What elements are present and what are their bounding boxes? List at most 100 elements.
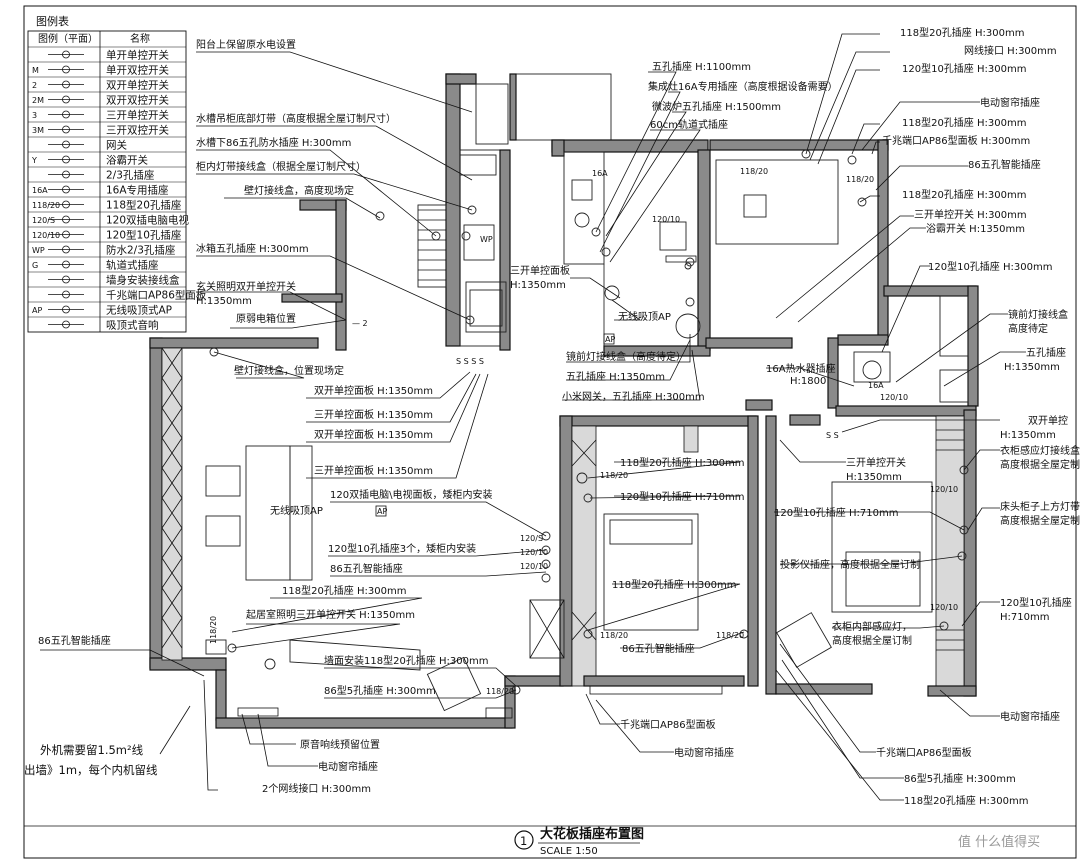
note-br3-1: 118型20孔插座 H:300mm xyxy=(620,456,744,469)
note-ac-2: 出墙》1m，每个内机留线 xyxy=(24,763,158,777)
legend-row-name: 无线吸顶式AP xyxy=(106,304,172,317)
legend-symbol-icon xyxy=(48,50,84,59)
legend-symbol-code: 3 xyxy=(32,111,37,120)
note-kitchen-panel-h: H:1350mm xyxy=(510,280,566,291)
svg-text:120/10: 120/10 xyxy=(652,215,680,224)
svg-text:118/20: 118/20 xyxy=(600,471,628,480)
legend-col-symbol: 图例（平面） xyxy=(38,32,98,45)
legend-symbol-icon xyxy=(48,290,84,299)
svg-text:120/10: 120/10 xyxy=(930,485,958,494)
legend-row-name: 120双插电脑电视 xyxy=(106,214,190,227)
svg-text:WP: WP xyxy=(480,235,493,244)
note-br2-6b: H:710mm xyxy=(1000,612,1049,623)
legend-row-name: 118型20孔插座 xyxy=(106,199,181,212)
legend-symbol-code: 120/S xyxy=(32,216,55,225)
note-br2-8: 千兆端口AP86型面板 xyxy=(876,746,972,759)
note-wardrobe: 衣柜内部感应灯， xyxy=(832,620,912,633)
legend-symbol-icon xyxy=(48,155,84,164)
legend-symbol-icon xyxy=(48,95,84,104)
note-balcony: 阳台上保留原水电设置 xyxy=(196,38,296,51)
note-cabinet-sockets: 120型10孔插座3个，矮柜内安装 xyxy=(328,542,476,555)
note-panel-4: 三开单控面板 H:1350mm xyxy=(314,464,433,477)
svg-text:120/10: 120/10 xyxy=(880,393,908,402)
note-wardrobe-b: 高度根据全屋订制 xyxy=(832,634,912,647)
note-br2-2: 衣柜感应灯接线盒 xyxy=(1000,444,1080,457)
legend-row-name: 单开双控开关 xyxy=(106,64,169,77)
note-panel-1: 双开单控面板 H:1350mm xyxy=(314,384,433,397)
note-br3-5: 千兆端口AP86型面板 xyxy=(620,718,716,731)
note-br1-8: 118型20孔插座 H:300mm xyxy=(902,188,1026,201)
title-number-circle xyxy=(514,830,534,850)
walls xyxy=(149,73,979,729)
note-projector: 投影仪插座，高度根据全屋订制 xyxy=(780,558,920,571)
note-bath2-1b: 高度待定 xyxy=(1008,322,1048,335)
legend-row-name: 吸顶式音响 xyxy=(106,319,159,332)
note-sink-socket: 水槽下86五孔防水插座 H:300mm xyxy=(196,136,351,149)
svg-text:16A: 16A xyxy=(592,169,608,178)
note-br3-3: 118型20孔插座 H:300mm xyxy=(612,578,736,591)
note-living-switch: 起居室照明三开单控开关 H:1350mm xyxy=(246,608,415,621)
legend-row-name: 千兆端口AP86型面板 xyxy=(106,289,207,302)
legend-symbol-icon xyxy=(48,320,84,329)
legend-symbol-code: Y xyxy=(31,156,37,165)
note-br2-9: 86型5孔插座 H:300mm xyxy=(904,772,1016,785)
legend-symbol-code: 3M xyxy=(32,126,44,135)
legend-symbol-icon xyxy=(48,230,84,239)
note-ap-living: 无线吸顶AP xyxy=(270,504,323,517)
legend-row-name: 三开单控开关 xyxy=(106,109,169,122)
note-ac-1: 外机需要留1.5m²线 xyxy=(40,743,144,757)
note-fridge-socket: 冰箱五孔插座 H:300mm xyxy=(196,242,309,255)
leader-lines xyxy=(40,33,1026,801)
legend-row-name: 双开单控开关 xyxy=(106,79,169,92)
note-kitchen-2: 集成灶16A专用插座（高度根据设备需要） xyxy=(648,80,838,93)
note-panel-2: 三开单控面板 H:1350mm xyxy=(314,408,433,421)
legend-row-name: 16A专用插座 xyxy=(106,184,169,197)
note-br3-6: 电动窗帘插座 xyxy=(674,746,734,759)
note-tv-panel: 120双插电脑\电视面板，矮柜内安装 xyxy=(330,488,492,501)
legend-symbol-code: 16A xyxy=(32,186,48,195)
drawing-scale: SCALE 1:50 xyxy=(540,846,598,857)
legend-symbol-icon xyxy=(48,245,84,254)
legend-symbol-icon xyxy=(48,260,84,269)
note-br1-9: 三开单控开关 H:300mm xyxy=(914,208,1027,221)
legend-symbol-code: 120/10 xyxy=(32,231,60,240)
note-br2-5: 床头柜子上方灯带接线盒 xyxy=(1000,500,1080,513)
plan-symbols: 16A 120/10 120/S 120/10 120/10 118/20 11… xyxy=(209,149,969,696)
legend-symbol-icon xyxy=(48,140,84,149)
note-smart-socket-2: 86五孔智能插座 xyxy=(38,634,111,647)
svg-text:S S: S S xyxy=(826,431,839,440)
svg-text:118/20: 118/20 xyxy=(846,175,874,184)
svg-text:118/20: 118/20 xyxy=(716,631,744,640)
note-bath2-1: 镜前灯接线盒 xyxy=(1008,308,1068,321)
svg-text:AP: AP xyxy=(377,507,387,516)
note-panel-3: 双开单控面板 H:1350mm xyxy=(314,428,433,441)
legend-symbol-code: AP xyxy=(32,306,42,315)
note-gateway: 小米网关，五孔插座 H:300mm xyxy=(562,390,705,403)
note-br3-4: 86五孔智能插座 xyxy=(622,642,695,655)
note-wall-lamp-1: 壁灯接线盒，高度现场定 xyxy=(244,184,354,197)
legend-symbol-icon xyxy=(48,80,84,89)
drawing-title: 大花板插座布置图 xyxy=(540,826,644,842)
legend-col-name: 名称 xyxy=(130,32,150,45)
legend-row-name: 2/3孔插座 xyxy=(106,169,154,182)
legend-row-name: 轨道式插座 xyxy=(106,259,159,272)
note-br2-4: 120型10孔插座 H:710mm xyxy=(774,506,898,519)
note-mirror-light: 镜前灯接线盒（高度待定） xyxy=(566,350,686,363)
note-br2-2b: 高度根据全屋定制 xyxy=(1000,458,1080,471)
note-heater: 16A热水器插座 xyxy=(766,362,836,375)
note-br1-11: 120型10孔插座 H:300mm xyxy=(928,260,1052,273)
note-br2-6: 120型10孔插座 xyxy=(1000,596,1072,609)
svg-text:16A: 16A xyxy=(868,381,884,390)
svg-text:120/S: 120/S xyxy=(520,534,543,543)
svg-text:118/20: 118/20 xyxy=(209,616,218,644)
note-kitchen-4: 60cm轨道式插座 xyxy=(650,118,728,131)
legend-row-name: 防水2/3孔插座 xyxy=(106,244,175,257)
legend-row-name: 120型10孔插座 xyxy=(106,229,181,242)
note-br2-1: 双开单控 xyxy=(1028,414,1068,427)
note-weak-box: 原弱电箱位置 xyxy=(236,312,296,325)
legend-symbol-icon xyxy=(48,185,84,194)
svg-text:118/20: 118/20 xyxy=(600,631,628,640)
